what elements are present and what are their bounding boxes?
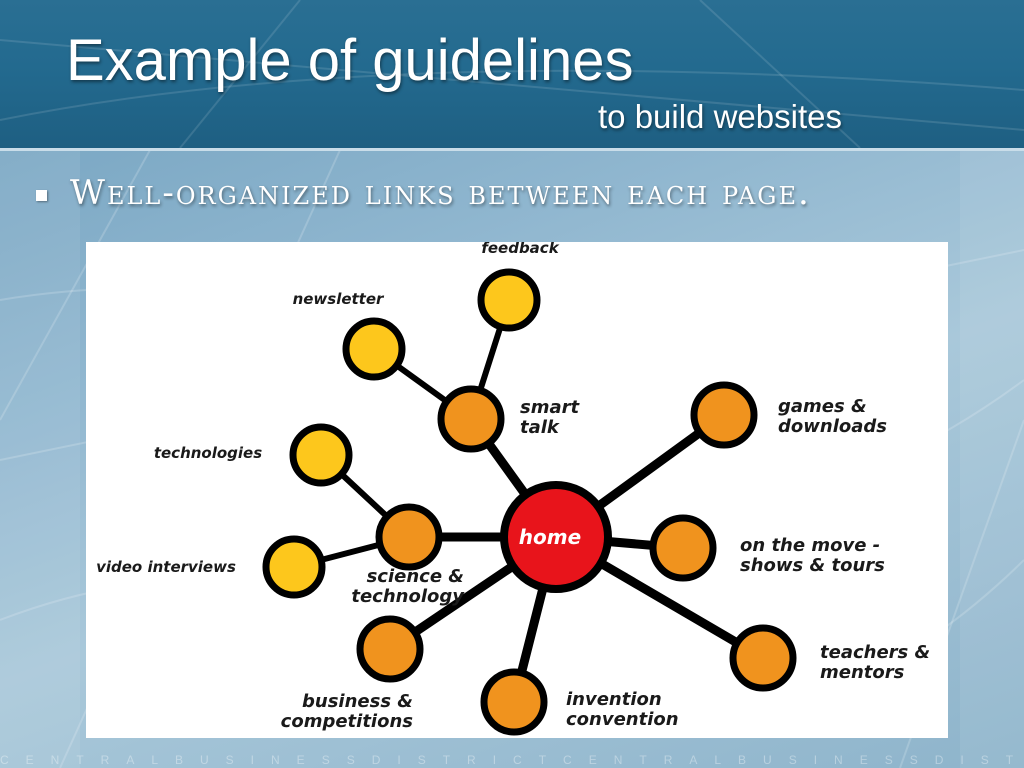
slide-title: Example of guidelines	[66, 28, 634, 93]
node-label-games-downloads: games &downloads	[778, 396, 887, 437]
node-label-feedback: feedback	[481, 242, 559, 257]
node-label-business-competitions: business &competitions	[281, 691, 414, 732]
node-business-competitions[interactable]	[356, 615, 424, 683]
bullet-text: Well-organized links between each page.	[70, 173, 811, 213]
node-teachers-mentors[interactable]	[729, 624, 797, 692]
node-technologies[interactable]	[289, 423, 353, 487]
node-label-science-technology: science &technology	[351, 566, 465, 607]
node-feedback[interactable]	[477, 268, 541, 332]
header-pattern	[0, 0, 1024, 148]
node-games-downloads[interactable]	[690, 381, 758, 449]
node-video-interviews[interactable]	[262, 535, 326, 599]
node-invention-convention[interactable]	[480, 668, 548, 736]
node-smart-talk[interactable]	[437, 385, 505, 453]
header-band: Example of guidelines to build websites	[0, 0, 1024, 151]
node-label-teachers-mentors: teachers &mentors	[820, 642, 930, 683]
slide-subtitle: to build websites	[598, 98, 842, 135]
node-label-video-interviews: video interviews	[96, 558, 236, 576]
node-label-technologies: technologies	[154, 444, 262, 462]
node-label-newsletter: newsletter	[293, 290, 385, 308]
node-label-on-the-move: on the move -shows & tours	[740, 535, 885, 576]
bullet-square-icon	[36, 190, 47, 201]
node-on-the-move[interactable]	[649, 514, 717, 582]
node-home[interactable]	[500, 481, 612, 593]
node-label-home: home	[519, 525, 581, 549]
footer-strip: CENTRALBUSINESSDISTRICTCENTRALBUSINESSDI…	[0, 753, 1024, 767]
node-science-technology[interactable]	[375, 503, 443, 571]
node-newsletter[interactable]	[342, 317, 406, 381]
